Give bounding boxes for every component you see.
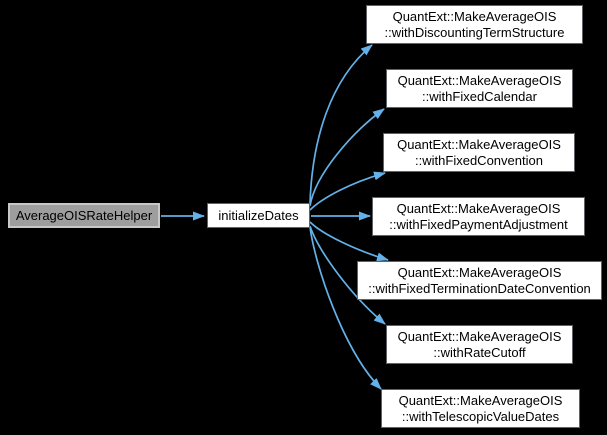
node-withratecutoff[interactable]: QuantExt::MakeAverageOIS ::withRateCutof… <box>386 325 573 364</box>
node-label-line1: QuantExt::MakeAverageOIS <box>396 200 561 216</box>
node-label-line2: ::withFixedTerminationDateConvention <box>368 280 591 296</box>
node-withdiscountingtermstructure[interactable]: QuantExt::MakeAverageOIS ::withDiscounti… <box>366 5 583 44</box>
node-label-line1: QuantExt::MakeAverageOIS <box>398 392 563 408</box>
node-withtelescopicvaluedates[interactable]: QuantExt::MakeAverageOIS ::withTelescopi… <box>381 389 580 428</box>
edge-to-withratecutoff <box>309 225 386 325</box>
node-label-line1: QuantExt::MakeAverageOIS <box>397 72 562 88</box>
node-label-line1: QuantExt::MakeAverageOIS <box>392 8 557 24</box>
edge-to-withfixedconvention <box>309 171 386 211</box>
node-withfixedterminationdateconvention[interactable]: QuantExt::MakeAverageOIS ::withFixedTerm… <box>357 261 602 300</box>
node-label-line2: ::withFixedConvention <box>415 152 543 168</box>
node-label-line2: ::withFixedCalendar <box>422 88 537 104</box>
node-label-line1: QuantExt::MakeAverageOIS <box>397 328 562 344</box>
node-label-line2: ::withDiscountingTermStructure <box>384 24 565 40</box>
edge-to-withfixedterminationdateconvention <box>309 221 389 262</box>
node-label-line1: QuantExt::MakeAverageOIS <box>397 264 562 280</box>
edge-to-withtelescopicvaluedates <box>309 226 382 390</box>
edge-to-withfixedcalendar <box>309 108 385 207</box>
node-label: initializeDates <box>218 207 299 223</box>
node-withfixedconvention[interactable]: QuantExt::MakeAverageOIS ::withFixedConv… <box>383 133 575 172</box>
node-withfixedpaymentadjustment[interactable]: QuantExt::MakeAverageOIS ::withFixedPaym… <box>372 197 585 236</box>
node-label: AverageOISRateHelper <box>15 207 153 223</box>
node-label-line2: ::withTelescopicValueDates <box>401 408 560 424</box>
node-averageoisratehelper: AverageOISRateHelper <box>8 203 160 228</box>
edge-to-withdiscountingtermstructure <box>309 44 373 205</box>
node-label-line2: ::withFixedPaymentAdjustment <box>389 216 568 232</box>
node-withfixedcalendar[interactable]: QuantExt::MakeAverageOIS ::withFixedCale… <box>386 69 573 108</box>
node-label-line1: QuantExt::MakeAverageOIS <box>397 136 561 152</box>
node-initializedates[interactable]: initializeDates <box>207 203 310 228</box>
node-label-line2: ::withRateCutoff <box>433 344 526 360</box>
